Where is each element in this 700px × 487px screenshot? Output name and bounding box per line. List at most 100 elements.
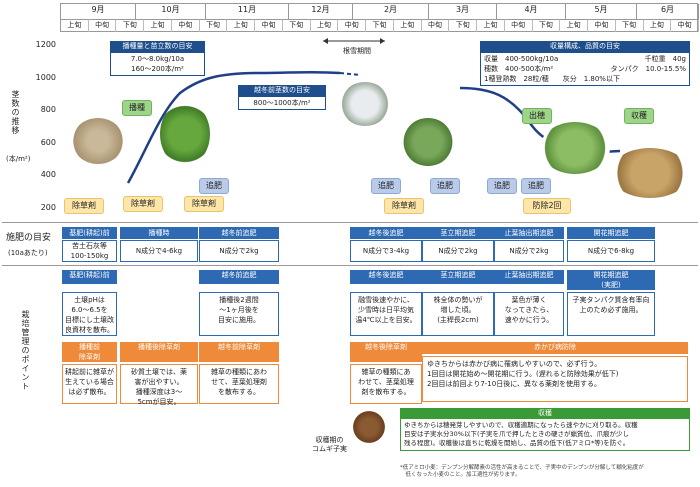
fert-head: 越冬後追肥 — [350, 227, 422, 239]
period-header: 下旬 — [366, 19, 394, 32]
field-photo-winter — [340, 82, 390, 126]
divider — [2, 222, 698, 223]
month-header: 10月 — [136, 4, 206, 19]
harvest-box: 収穫 ゆきちからは穂発芽しやすいので、収穫適期になったら速やかに刈り取る。収穫 … — [400, 408, 690, 451]
period-header: 上旬 — [144, 19, 172, 32]
mgmt-head: 越冬前除草剤 — [199, 342, 279, 362]
period-header: 上旬 — [310, 19, 339, 32]
period-header: 下旬 — [116, 19, 145, 32]
fert-head: 止葉抽出期追肥 — [494, 227, 564, 239]
month-header: 5月 — [566, 4, 637, 19]
fert-head: 茎立期追肥 — [422, 227, 494, 239]
fert-body: N成分で2kg — [199, 240, 279, 262]
mgmt-head: 越冬後除草剤 — [350, 342, 422, 362]
tag-topdress-1: 追肥 — [199, 178, 229, 194]
fert-body: N成分で6-8kg — [567, 240, 655, 262]
month-header: 6月 — [637, 4, 699, 19]
tag-herbicide-4: 除草剤 — [384, 198, 424, 214]
fert-head: 越冬前追肥 — [199, 227, 279, 239]
mgmt-body: 播種後2週間 ～1ヶ月後を 目安に施用。 — [199, 292, 279, 336]
tag-topdress-2: 追肥 — [371, 178, 401, 194]
period-header: 中旬 — [421, 19, 450, 32]
fert-body: 苦土石灰等 100-150kg — [62, 240, 117, 262]
mgmt-body: 土壌pHは 6.0～6.5を 目標にし土壌改 良資材を散布。 — [62, 292, 117, 336]
mgmt-head: 赤かび病防除 — [422, 342, 688, 354]
period-header: 下旬 — [532, 19, 561, 32]
period-header: 下旬 — [282, 19, 311, 32]
axis-tick-label: 600 — [40, 137, 56, 147]
tag-topdress-5: 追肥 — [521, 178, 551, 194]
mgmt-body: 融雪後速やかに、 少雪時は日平均気 温4℃以上を目安。 — [350, 292, 422, 336]
month-header: 2月 — [353, 4, 429, 19]
fertilizer-title: 施肥の目安 — [6, 233, 52, 243]
period-header: 中旬 — [88, 19, 117, 32]
mgmt-body: 葉色が薄く なってきたら、 速やかに行う。 — [494, 292, 564, 336]
mgmt-head: 越冬後追肥 — [350, 270, 422, 284]
mgmt-head: 越冬前追肥 — [199, 270, 279, 284]
mgmt-head: 播種後除草剤 — [120, 342, 198, 362]
tag-herbicide-3: 除草剤 — [184, 196, 224, 212]
fert-body: N成分で4-6kg — [120, 240, 198, 262]
month-header: 11月 — [206, 4, 289, 19]
axis-tick-label: 200 — [40, 202, 56, 212]
period-header: 下旬 — [199, 19, 228, 32]
axis-tick-label: 400 — [40, 170, 56, 179]
mgmt-body: 耕起前に雑草が 生えている場合 は必ず散布。 — [62, 364, 117, 404]
divider — [2, 265, 698, 266]
month-header: 12月 — [289, 4, 353, 19]
mgmt-head: 茎立期追肥 — [422, 270, 494, 284]
sowing-target-box: 播種量と苗立数の目安 7.0～8.0kg/10a 160～200本/m² — [110, 41, 205, 76]
mgmt-head: 播種前 除草剤 — [62, 342, 117, 362]
grain-photo — [352, 410, 386, 444]
period-header: 上旬 — [560, 19, 589, 32]
mgmt-body: 雑草の種類にあ わせて、茎葉処理 剤を散布する。 — [350, 364, 422, 404]
mgmt-head: 止葉抽出期追肥 — [494, 270, 564, 284]
stem-curve — [126, 70, 341, 184]
mgmt-head: 基肥(耕起)前 — [62, 270, 117, 284]
tag-topdress-4: 追肥 — [487, 178, 517, 194]
field-photo-autumn — [160, 102, 210, 166]
stage-harvest: 収穫 — [624, 108, 654, 124]
fert-body: N成分で2kg — [494, 240, 564, 262]
mgmt-body: ゆきちからは赤かび病に罹病しやすいので、必ず行う。 1回目は開花始め～開花期に行… — [422, 356, 688, 402]
stem-curve-dashed — [339, 72, 361, 76]
period-header: 中旬 — [671, 19, 699, 32]
period-header: 上旬 — [61, 19, 89, 32]
period-header: 中旬 — [171, 19, 200, 32]
field-photo-sowing — [72, 118, 124, 164]
axis-tick-label: 800 — [40, 105, 56, 114]
fert-body: N成分で3-4kg — [350, 240, 422, 262]
footnote: *低アミロ小麦：デンプン分解酵素の活性が高まることで、子実中のデンプンが分解して… — [400, 465, 644, 478]
period-header: 下旬 — [615, 19, 644, 32]
fert-head: 開花期追肥 — [567, 227, 655, 239]
month-header: 9月 — [61, 4, 136, 19]
tag-herbicide-1: 除草剤 — [64, 198, 104, 214]
field-photo-heading — [540, 122, 610, 174]
stem-count-unit: (本/m²) — [6, 155, 31, 163]
mgmt-body: 雑草の種類にあわ せて、茎葉処理剤 を散布する。 — [199, 364, 279, 404]
month-header: 3月 — [429, 4, 497, 19]
period-header: 上旬 — [393, 19, 422, 32]
mgmt-head: 開花期追肥 (実肥) — [567, 270, 655, 290]
period-header: 下旬 — [449, 19, 478, 32]
period-header: 中旬 — [338, 19, 367, 32]
tag-herbicide-2: 除草剤 — [123, 196, 163, 212]
mgmt-body: 砂質土壌では、薬 害が出やすい。 播種深度は3～ 5cmが目安。 — [120, 364, 198, 406]
stage-sowing: 播種 — [122, 100, 152, 116]
fert-head: 基肥(耕起)前 — [62, 227, 117, 239]
winter-stem-box: 越冬前茎数の目安 800～1000本/m² — [238, 85, 326, 110]
fertilizer-subtitle: (10aあたり) — [8, 249, 48, 257]
period-header: 中旬 — [504, 19, 533, 32]
fert-head: 播種時 — [120, 227, 198, 239]
period-header: 上旬 — [643, 19, 672, 32]
field-photo-spring — [402, 118, 454, 166]
period-header: 中旬 — [255, 19, 283, 32]
axis-tick-label: 1200 — [35, 40, 56, 49]
month-header: 4月 — [497, 4, 566, 19]
tag-blight-control: 防除2回 — [523, 198, 571, 214]
grain-photo-caption: 収穫期の コムギ子実 — [312, 436, 347, 453]
period-header: 中旬 — [588, 19, 616, 32]
management-title: 栽培管理のポイント — [21, 310, 30, 391]
